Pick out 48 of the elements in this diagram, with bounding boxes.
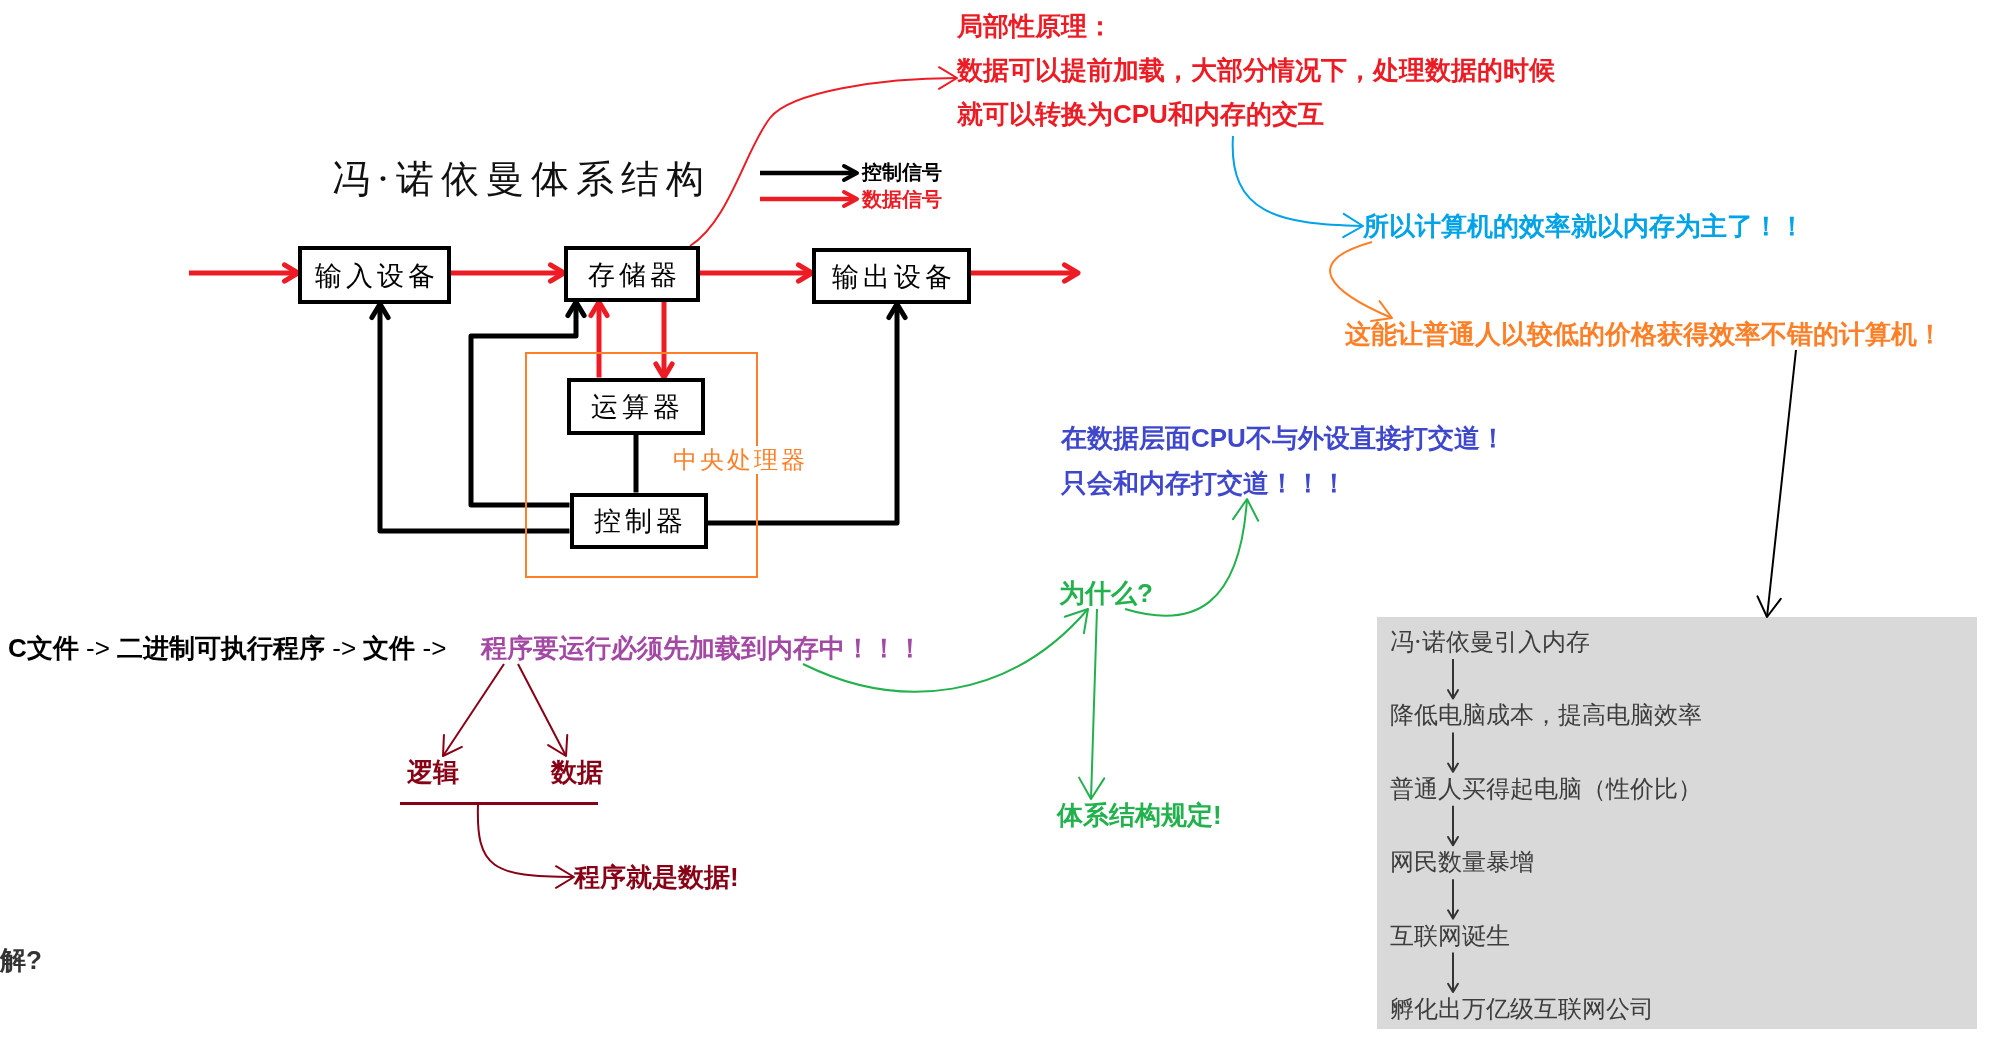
arrow xyxy=(1329,241,1393,322)
arrow xyxy=(1447,658,1459,700)
legend-text: 控制信号 xyxy=(862,160,942,184)
step-text: 互联网诞生 xyxy=(1390,918,1510,953)
step-text: 冯·诺依曼引入内存 xyxy=(1390,625,1590,659)
component-box: 输出设备 xyxy=(812,248,971,304)
annotation-text: 为什么? xyxy=(1059,577,1153,609)
arrow xyxy=(1078,608,1106,800)
annotation-text: 这能让普通人以较低的价格获得效率不错的计算机！ xyxy=(1345,318,1943,350)
step-text: 降低电脑成本，提高电脑效率 xyxy=(1390,698,1702,733)
arrow xyxy=(689,66,958,247)
arrow xyxy=(1447,804,1459,847)
annotation-text: 逻辑 xyxy=(407,756,459,788)
arrow xyxy=(442,663,505,757)
arrow xyxy=(1124,498,1259,617)
underline-bar xyxy=(400,802,598,805)
component-box: 存储器 xyxy=(564,246,700,302)
diagram-title: 冯·诺依曼体系结构 xyxy=(332,157,712,201)
arrow xyxy=(653,302,675,380)
arrow xyxy=(1447,951,1459,993)
annotation-text: 数据 xyxy=(551,756,603,788)
step-text: 孵化出万亿级互联网公司 xyxy=(1390,992,1654,1026)
component-box: 控制器 xyxy=(569,492,708,549)
legend-text: 数据信号 xyxy=(862,187,942,211)
arrow xyxy=(1447,731,1459,773)
arrow xyxy=(1231,135,1364,239)
arrow xyxy=(517,663,569,757)
component-box: 输入设备 xyxy=(298,246,451,304)
annotation-text: 所以计算机的效率就以内存为主了！！ xyxy=(1363,210,1805,242)
annotation-text: 体系结构规定! xyxy=(1057,799,1222,831)
arrow xyxy=(1447,878,1459,920)
annotation-text: C文件 -> 二进制可执行程序 -> 文件 -> xyxy=(8,632,447,664)
arrow xyxy=(971,262,1081,284)
annotation-text: 解? xyxy=(0,944,42,976)
note-panel xyxy=(1377,617,1977,1029)
step-text: 普通人买得起电脑（性价比） xyxy=(1390,771,1702,806)
arrow xyxy=(802,608,1089,693)
annotation-text: 数据可以提前加载，大部分情况下，处理数据的时候就可以转换为CPU和内存的交互 xyxy=(957,54,1556,131)
annotation-text: 程序就是数据! xyxy=(574,861,739,893)
arrow xyxy=(1756,349,1797,618)
arrow xyxy=(476,803,575,889)
annotation-heading: 局部性原理： xyxy=(957,10,1114,42)
annotation-text: 只会和内存打交道！！！ xyxy=(1061,467,1348,499)
connector-line xyxy=(633,434,639,493)
annotation-text: 程序要运行必须先加载到内存中！！！ xyxy=(481,632,923,664)
component-box: 运算器 xyxy=(566,377,705,435)
annotation-text: 在数据层面CPU不与外设直接打交道！ xyxy=(1061,422,1506,454)
step-text: 网民数量暴增 xyxy=(1390,845,1534,880)
